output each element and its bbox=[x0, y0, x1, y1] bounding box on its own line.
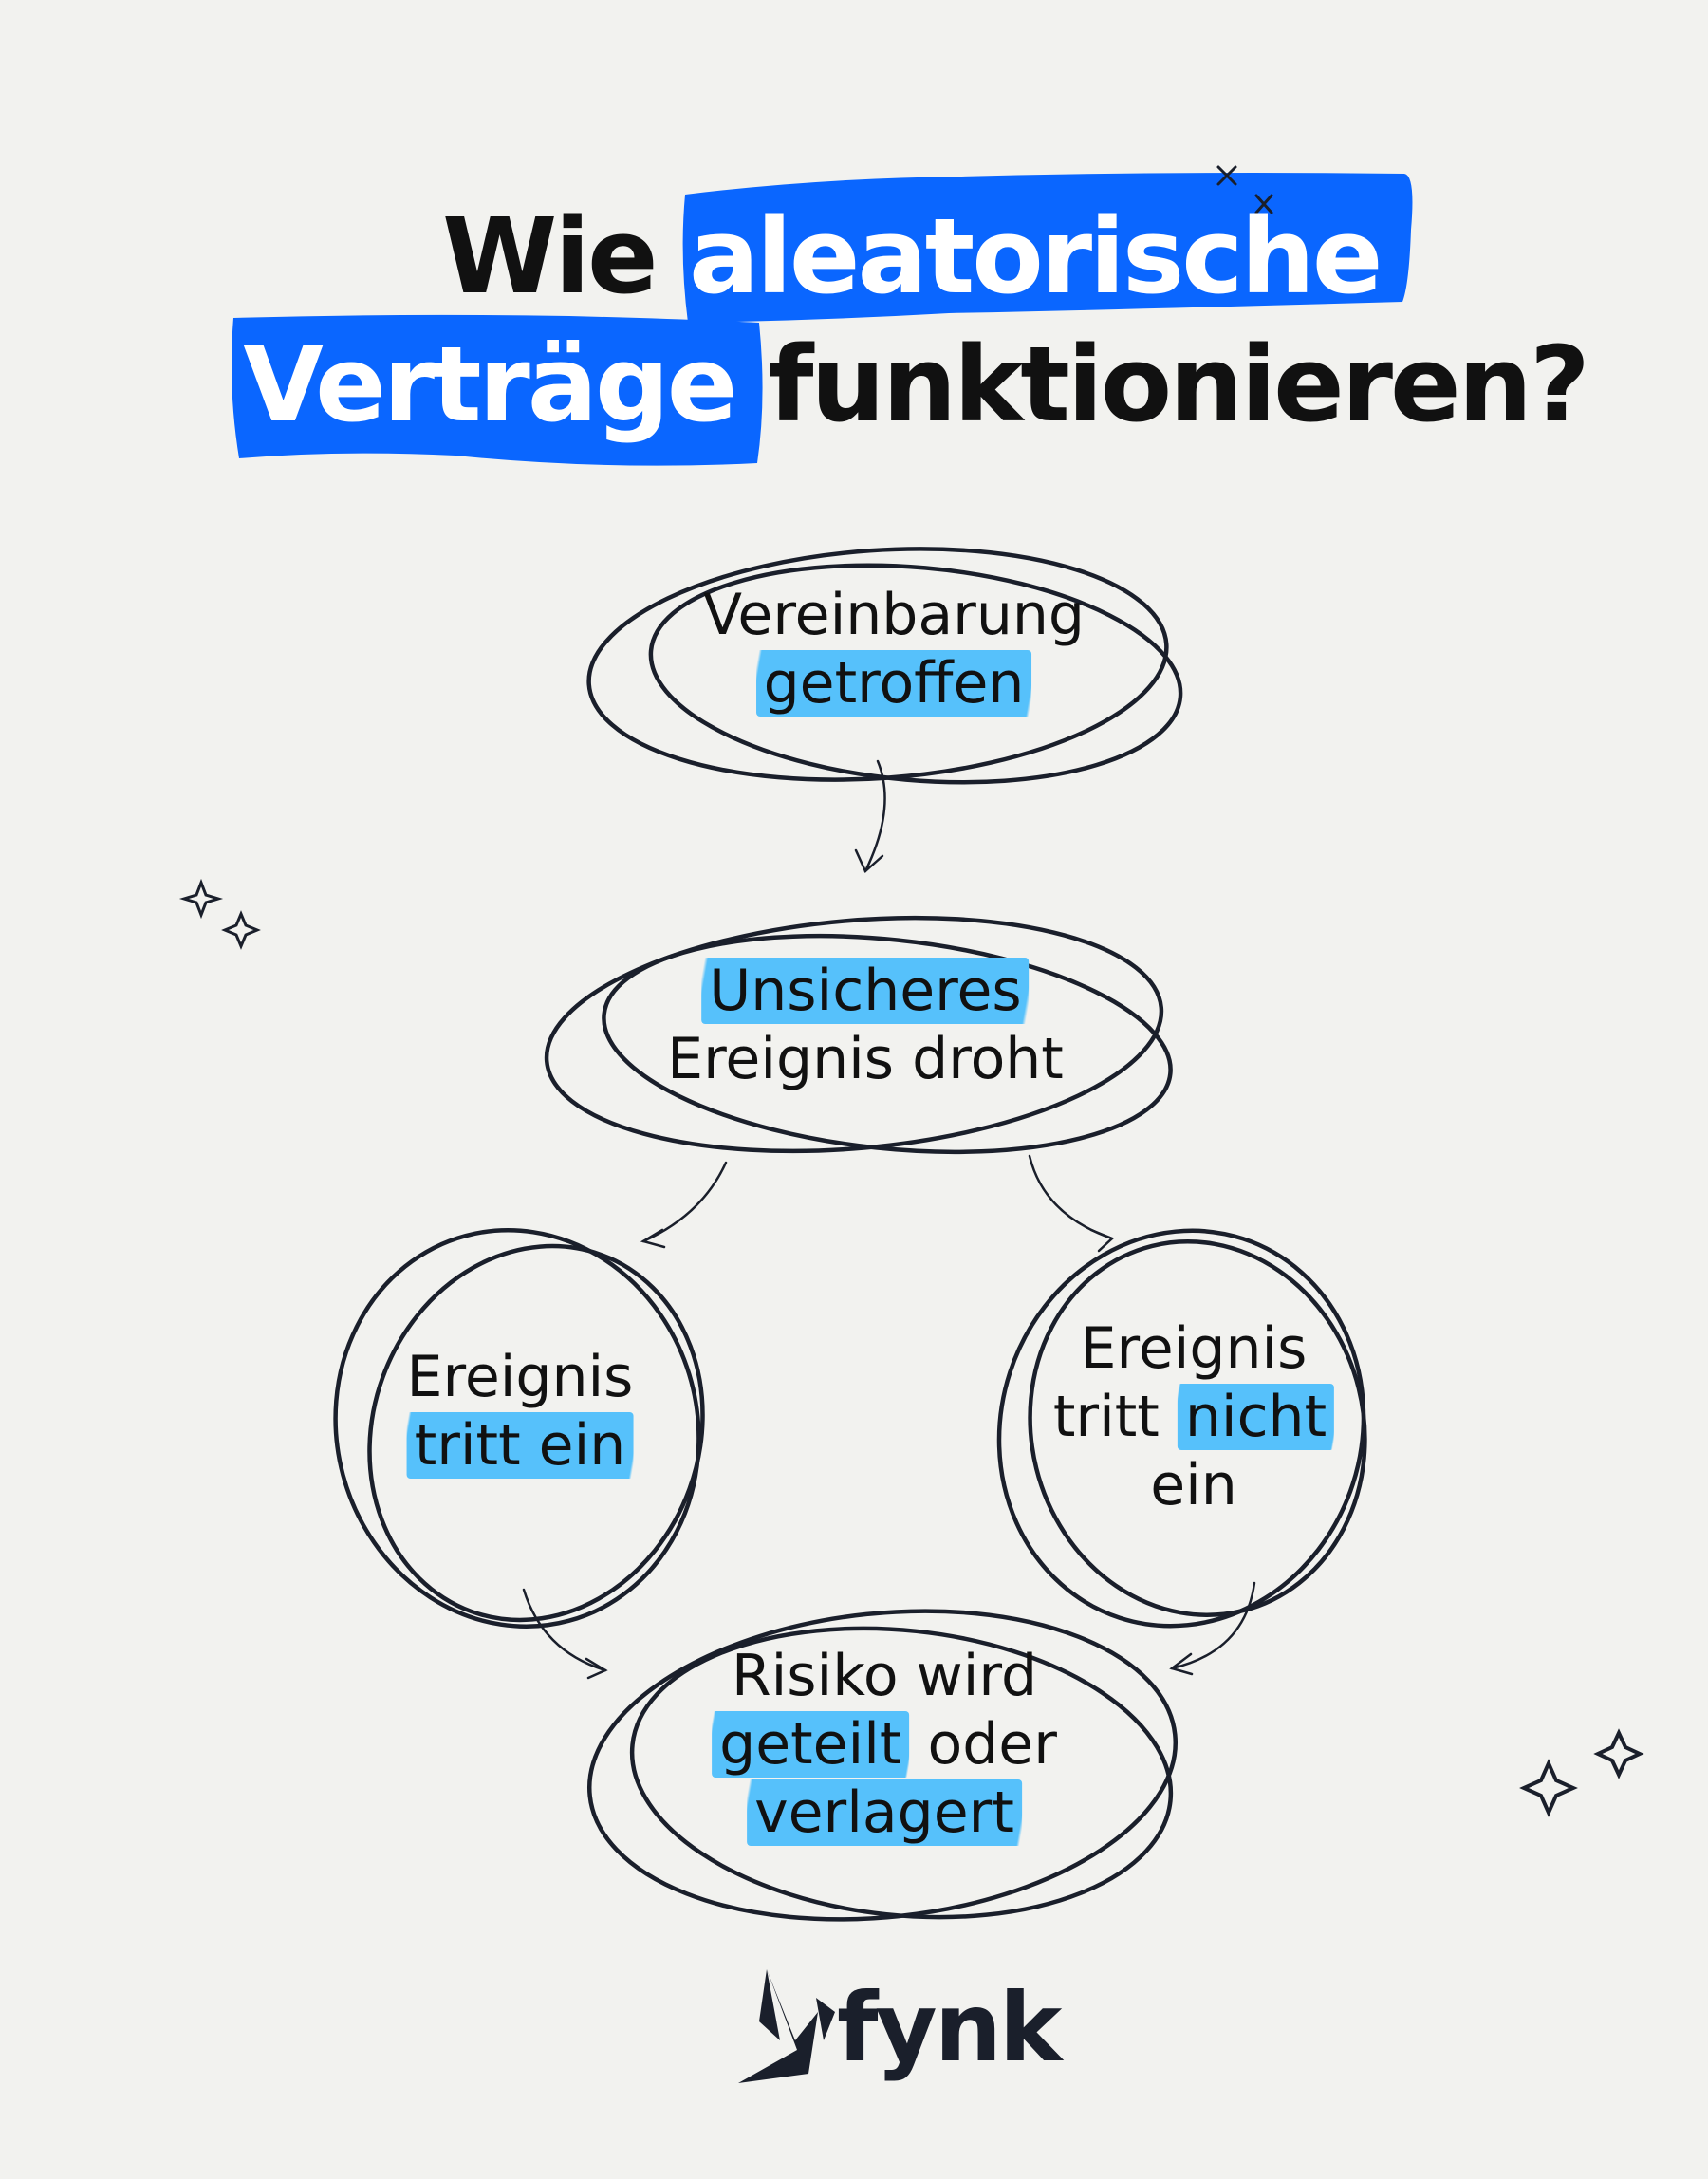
arrow-uncertain-to-occurs bbox=[640, 1161, 728, 1249]
node-not-occurs: Ereignis tritt nicht ein bbox=[1052, 1314, 1335, 1519]
node-not-occurs-highlight: nicht bbox=[1177, 1384, 1335, 1450]
node-risk: Risiko wird geteilt oder verlagert bbox=[712, 1642, 1057, 1847]
title-highlight-1 bbox=[682, 173, 1413, 323]
node-risk-word-oder: oder bbox=[927, 1711, 1057, 1778]
node-uncertain-highlight: Unsicheres bbox=[701, 958, 1030, 1024]
node-agreement-line1: Vereinbarung bbox=[703, 582, 1085, 648]
title-word-funktionieren: funktionieren? bbox=[768, 324, 1590, 445]
node-not-occurs-line1: Ereignis bbox=[1080, 1315, 1308, 1382]
title-word-wie: Wie bbox=[442, 196, 659, 317]
title-highlight-word: aleatorische bbox=[688, 196, 1383, 317]
fynk-logo-text: fynk bbox=[837, 1972, 1062, 2083]
node-uncertain-line2: Ereignis droht bbox=[667, 1026, 1064, 1092]
node-occurs: Ereignis tritt ein bbox=[406, 1343, 634, 1480]
circle-uncertain bbox=[544, 915, 1173, 1155]
x-mark-icon bbox=[1216, 165, 1273, 214]
title-highlight-2 bbox=[232, 314, 763, 466]
page-title-line-1: Wie aleatorische bbox=[442, 204, 1383, 308]
circle-risk bbox=[586, 1609, 1179, 1922]
node-risk-highlight-shared: geteilt bbox=[712, 1711, 910, 1778]
circle-not-occurs bbox=[996, 1228, 1367, 1629]
page-title-line-2: Verträge funktionieren? bbox=[243, 332, 1590, 437]
sparkle-icon bbox=[178, 878, 1644, 1817]
node-agreement-highlight: getroffen bbox=[755, 650, 1032, 717]
fynk-logo-icon bbox=[738, 1969, 835, 2083]
arrow-occurs-to-risk bbox=[522, 1588, 608, 1680]
circle-occurs bbox=[333, 1228, 705, 1629]
node-risk-line1: Risiko wird bbox=[731, 1643, 1038, 1709]
node-agreement: Vereinbarung getroffen bbox=[703, 581, 1085, 717]
arrow-uncertain-to-not-occurs bbox=[1028, 1154, 1115, 1253]
circle-agreement bbox=[586, 547, 1183, 785]
node-occurs-line1: Ereignis bbox=[406, 1344, 634, 1410]
node-not-occurs-line3: ein bbox=[1150, 1452, 1237, 1518]
node-occurs-highlight: tritt ein bbox=[406, 1412, 634, 1479]
title-highlight-word: Verträge bbox=[243, 324, 737, 445]
node-not-occurs-word-tritt: tritt bbox=[1052, 1384, 1160, 1450]
arrow-agreement-to-uncertain bbox=[854, 759, 886, 874]
node-uncertain: Unsicheres Ereignis droht bbox=[667, 957, 1064, 1093]
node-risk-highlight-shifted: verlagert bbox=[747, 1779, 1022, 1846]
arrow-not-occurs-to-risk bbox=[1169, 1581, 1256, 1676]
